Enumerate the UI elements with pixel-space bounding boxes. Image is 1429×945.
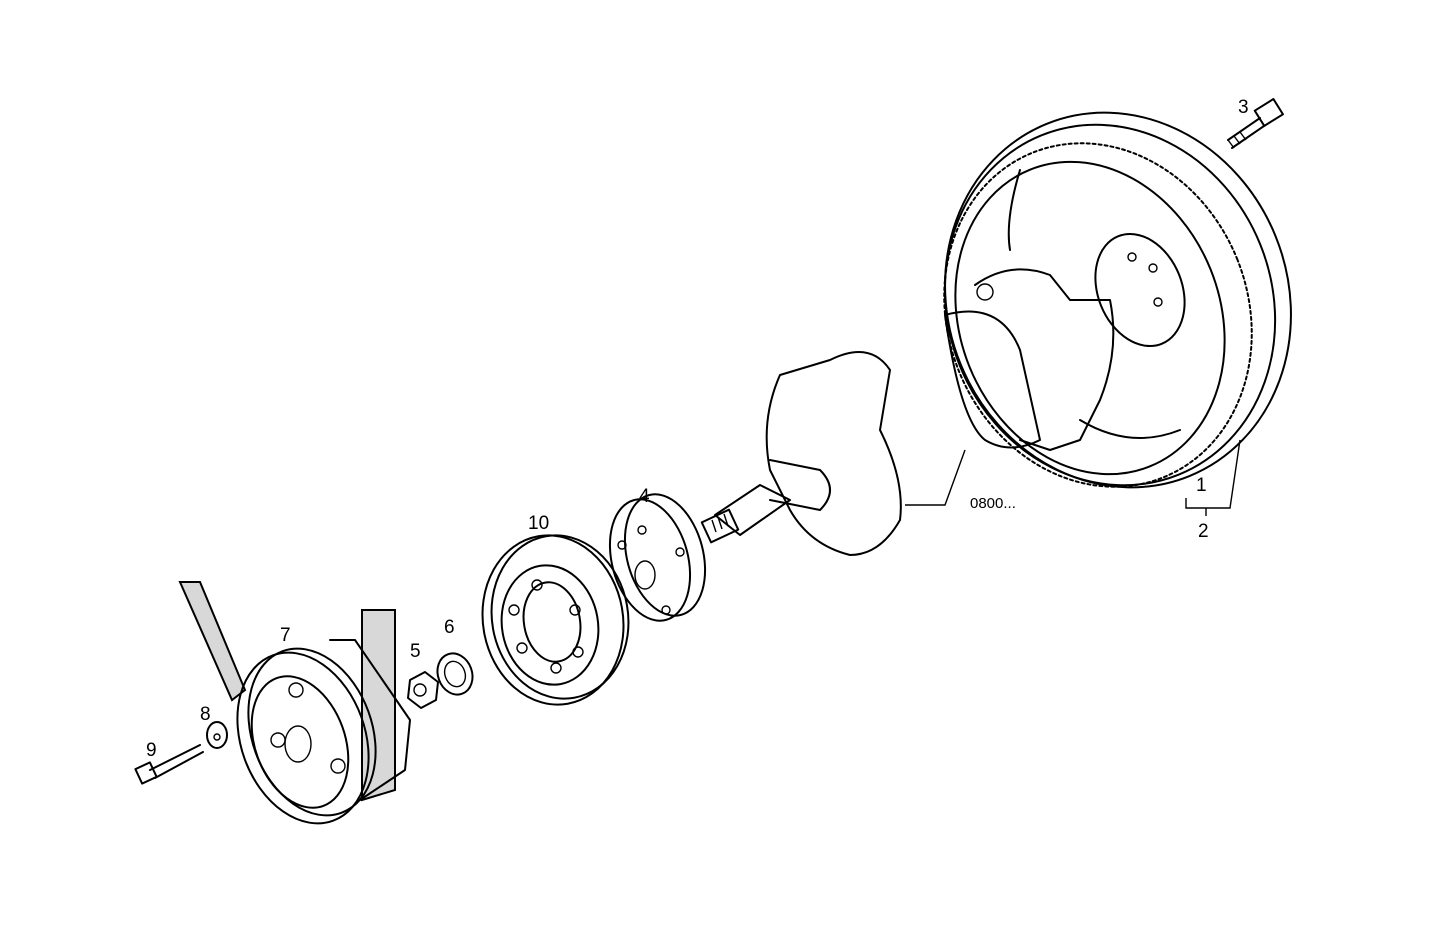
crankshaft-reference: 0800... xyxy=(970,495,1016,512)
crankshaft xyxy=(700,268,1115,556)
callout-3: 3 xyxy=(1238,97,1249,118)
bolt xyxy=(134,744,204,785)
callout-1: 1 xyxy=(1196,475,1207,496)
callout-10: 10 xyxy=(528,513,550,534)
callout-8: 8 xyxy=(200,704,211,725)
callout-bracket-1-2 xyxy=(1185,439,1241,516)
lock-washer xyxy=(436,652,474,696)
callout-6: 6 xyxy=(444,617,455,638)
belt-pulley xyxy=(236,639,411,825)
callout-9: 9 xyxy=(146,740,157,761)
callout-7: 7 xyxy=(280,625,291,646)
hub xyxy=(608,493,707,622)
nut xyxy=(407,671,439,709)
callout-2: 2 xyxy=(1198,521,1209,542)
callout-4: 4 xyxy=(639,486,650,507)
drive-belts xyxy=(178,581,396,802)
damper-pulley xyxy=(481,534,630,706)
flywheel-bolt xyxy=(1227,98,1284,149)
callout-5: 5 xyxy=(410,641,421,662)
washer xyxy=(206,721,228,749)
flywheel xyxy=(943,111,1292,489)
